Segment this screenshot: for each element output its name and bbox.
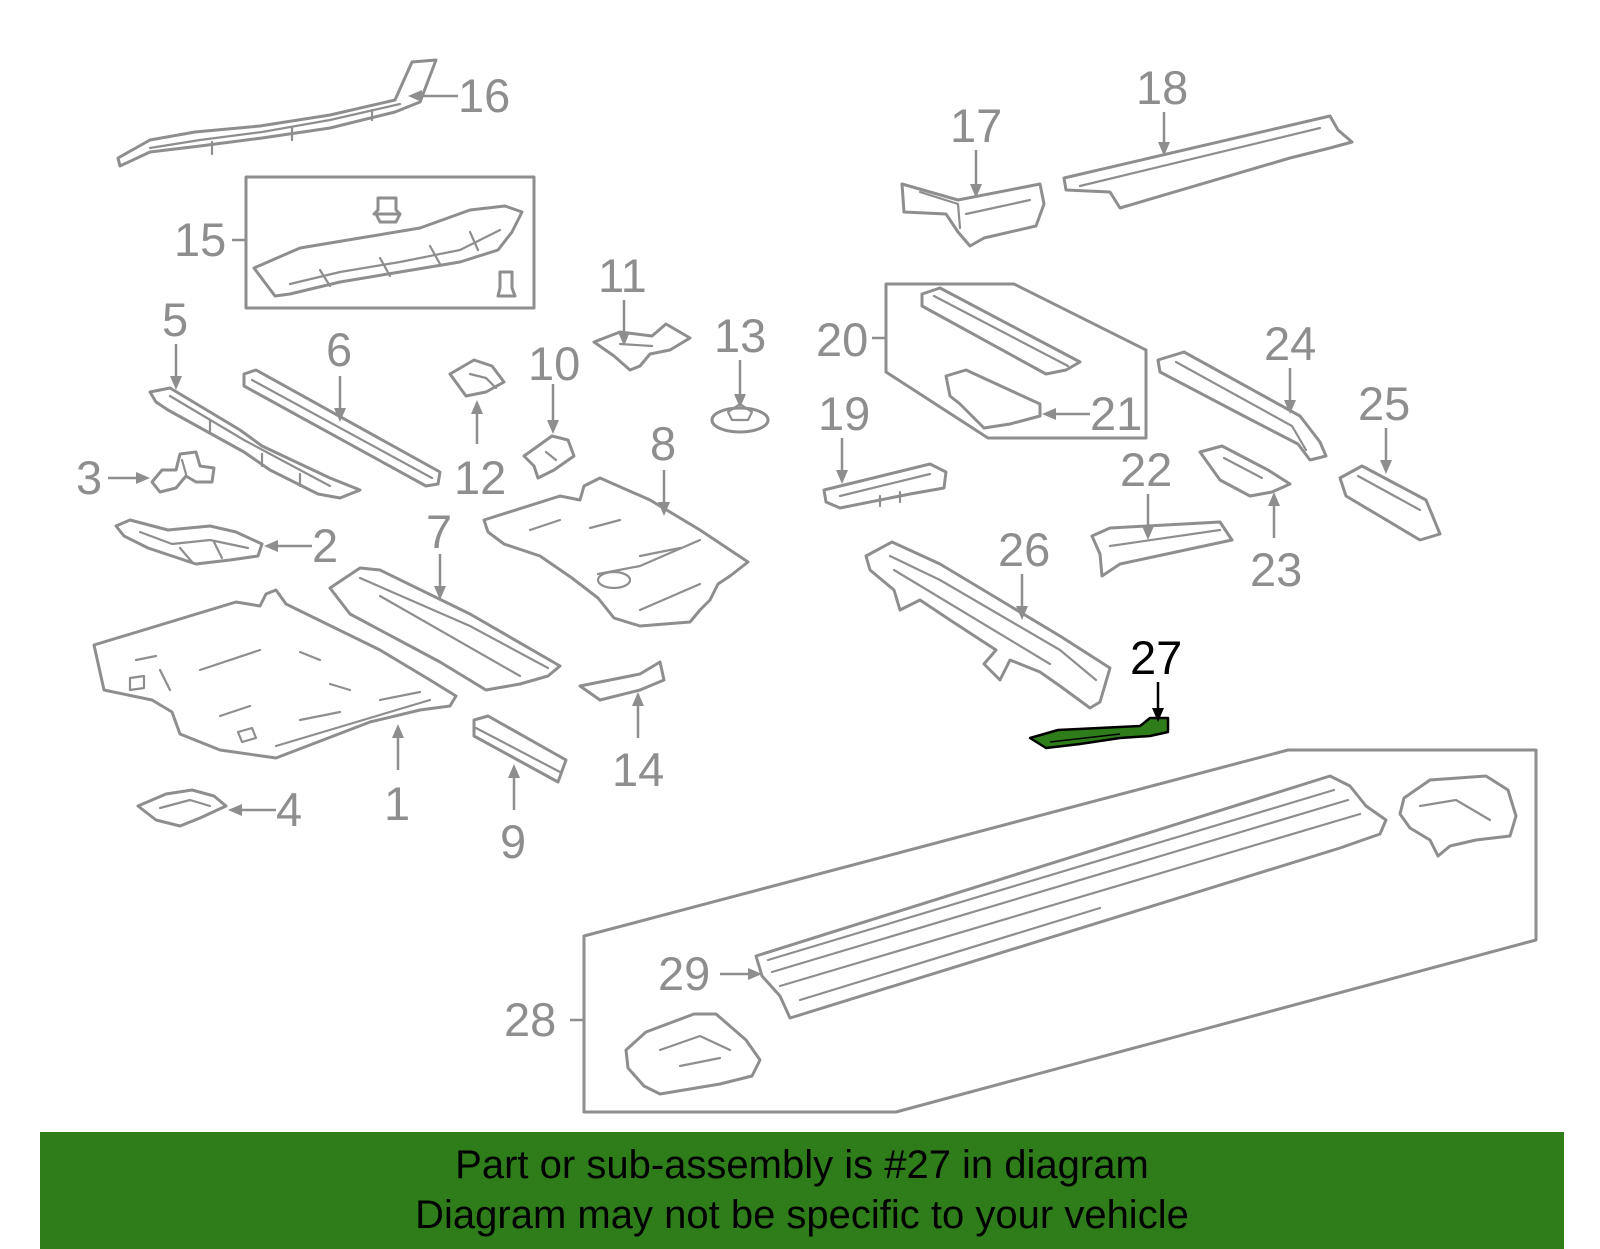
part-10[interactable] bbox=[522, 434, 576, 480]
callout-22: 22 bbox=[1120, 443, 1172, 540]
part-24[interactable] bbox=[1156, 350, 1328, 462]
callout-28: 28 bbox=[504, 993, 584, 1046]
callout-24-label: 24 bbox=[1264, 317, 1316, 370]
part-11[interactable] bbox=[592, 322, 692, 372]
callout-24: 24 bbox=[1264, 317, 1316, 414]
part-15-group[interactable] bbox=[244, 175, 536, 310]
part-23[interactable] bbox=[1198, 444, 1292, 498]
part-28-group[interactable] bbox=[582, 748, 1538, 1114]
callout-23-label: 23 bbox=[1250, 543, 1302, 596]
callout-21-label: 21 bbox=[1090, 387, 1142, 440]
callout-4-label: 4 bbox=[276, 783, 302, 836]
callout-17: 17 bbox=[950, 99, 1002, 198]
part-3[interactable] bbox=[150, 450, 216, 494]
part-25[interactable] bbox=[1338, 464, 1442, 542]
callout-10: 10 bbox=[528, 337, 580, 434]
part-26[interactable] bbox=[864, 540, 1112, 710]
part-19[interactable] bbox=[822, 462, 948, 510]
callout-12: 12 bbox=[454, 400, 506, 504]
callout-9-label: 9 bbox=[500, 815, 526, 868]
callout-17-label: 17 bbox=[950, 99, 1002, 152]
part-13[interactable] bbox=[710, 402, 770, 434]
part-5[interactable] bbox=[148, 386, 362, 500]
callout-27-label: 27 bbox=[1130, 631, 1182, 684]
part-6[interactable] bbox=[242, 368, 442, 488]
part-20-group[interactable] bbox=[884, 282, 1148, 440]
part-7[interactable] bbox=[328, 566, 562, 692]
part-18[interactable] bbox=[1062, 114, 1354, 210]
callout-19: 19 bbox=[818, 387, 870, 484]
part-12[interactable] bbox=[448, 358, 506, 398]
callout-11-label: 11 bbox=[598, 249, 647, 302]
callout-5: 5 bbox=[162, 293, 188, 390]
callout-13-label: 13 bbox=[714, 309, 766, 362]
part-1[interactable] bbox=[92, 588, 458, 760]
info-banner: Part or sub-assembly is #27 in diagram D… bbox=[40, 1132, 1564, 1249]
callout-4: 4 bbox=[228, 783, 302, 836]
callout-2-label: 2 bbox=[312, 519, 338, 572]
callout-26-label: 26 bbox=[998, 523, 1050, 576]
callout-19-label: 19 bbox=[818, 387, 870, 440]
callout-7-label: 7 bbox=[426, 505, 452, 558]
callout-20: 20 bbox=[816, 313, 886, 366]
callout-9: 9 bbox=[500, 764, 526, 868]
callout-18: 18 bbox=[1136, 61, 1188, 156]
callout-18-label: 18 bbox=[1136, 61, 1188, 114]
part-14[interactable] bbox=[578, 660, 666, 702]
callout-23: 23 bbox=[1250, 492, 1302, 596]
callout-29-label: 29 bbox=[658, 947, 710, 1000]
callout-6-label: 6 bbox=[326, 323, 352, 376]
callout-3: 3 bbox=[76, 451, 150, 504]
callout-15: 15 bbox=[174, 213, 246, 266]
callout-26: 26 bbox=[998, 523, 1050, 620]
callout-16: 16 bbox=[408, 69, 510, 122]
callout-10-label: 10 bbox=[528, 337, 580, 390]
banner-line-2: Diagram may not be specific to your vehi… bbox=[415, 1193, 1189, 1237]
callout-22-label: 22 bbox=[1120, 443, 1172, 496]
callout-1: 1 bbox=[384, 724, 410, 830]
callout-12-label: 12 bbox=[454, 451, 506, 504]
part-9[interactable] bbox=[472, 714, 568, 784]
part-2[interactable] bbox=[114, 518, 264, 566]
callout-21: 21 bbox=[1042, 387, 1142, 440]
part-22[interactable] bbox=[1090, 520, 1234, 578]
callout-8-label: 8 bbox=[650, 417, 676, 470]
part-27[interactable] bbox=[1028, 716, 1170, 750]
part-16[interactable] bbox=[116, 58, 438, 168]
callout-6: 6 bbox=[326, 323, 352, 422]
callout-11: 11 bbox=[598, 249, 647, 346]
part-4[interactable] bbox=[136, 788, 228, 828]
callout-25: 25 bbox=[1358, 377, 1410, 474]
callout-3-label: 3 bbox=[76, 451, 102, 504]
part-8[interactable] bbox=[482, 476, 750, 628]
callout-7: 7 bbox=[426, 505, 452, 600]
callout-20-label: 20 bbox=[816, 313, 868, 366]
callout-13: 13 bbox=[714, 309, 766, 408]
part-17[interactable] bbox=[900, 182, 1046, 248]
callout-1-label: 1 bbox=[384, 777, 410, 830]
callout-28-label: 28 bbox=[504, 993, 556, 1046]
callout-14-label: 14 bbox=[612, 743, 664, 796]
callout-2: 2 bbox=[264, 519, 338, 572]
callout-15-label: 15 bbox=[174, 213, 226, 266]
callout-29: 29 bbox=[658, 947, 762, 1000]
callout-8: 8 bbox=[650, 417, 676, 516]
banner-line-1: Part or sub-assembly is #27 in diagram bbox=[455, 1143, 1149, 1187]
callout-27: 27 bbox=[1130, 631, 1182, 722]
callout-25-label: 25 bbox=[1358, 377, 1410, 430]
callout-16-label: 16 bbox=[458, 69, 510, 122]
callout-14: 14 bbox=[612, 692, 664, 796]
callout-5-label: 5 bbox=[162, 293, 188, 346]
